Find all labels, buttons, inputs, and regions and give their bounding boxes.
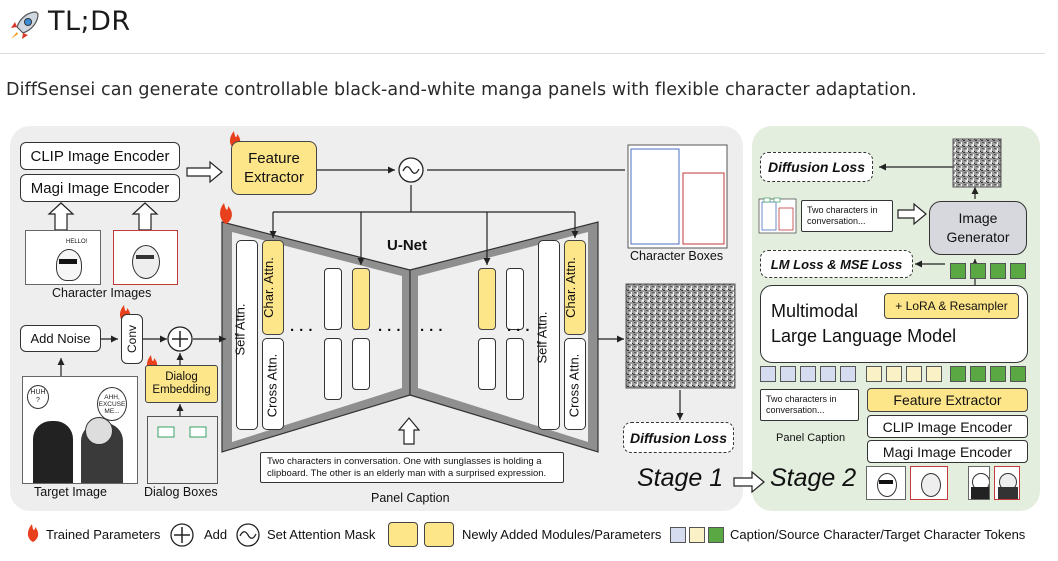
caption-token	[760, 366, 776, 382]
diffusion-loss-box-1: Diffusion Loss	[623, 422, 734, 453]
caption-text-box: Two characters in conversation. One with…	[260, 452, 564, 483]
inner-block-4	[506, 268, 524, 330]
cross-attn-left	[262, 338, 284, 430]
character-image-1: HELLO!	[25, 230, 101, 285]
output-token	[950, 263, 966, 279]
legend-caption-token	[670, 527, 686, 543]
panel-caption-label: Panel Caption	[371, 491, 450, 505]
self-attn-right-label: Self Attn.	[534, 311, 550, 364]
cross-attn-right-label: Cross Attn.	[566, 353, 582, 418]
unet-label: U-Net	[387, 237, 427, 254]
magi-image-encoder-box-2: Magi Image Encoder	[867, 440, 1028, 463]
lora-resampler-box: + LoRA & Resampler	[884, 293, 1019, 319]
legend-new-module-swatch	[388, 522, 418, 547]
source-character-token	[906, 366, 922, 382]
character-image-2	[113, 230, 178, 285]
cross-attn-right	[564, 338, 586, 430]
diffusion-loss-box-2: Diffusion Loss	[760, 152, 873, 182]
character-images-label: Character Images	[52, 286, 152, 300]
target-character-image-1	[968, 466, 990, 500]
conv-box: Conv	[121, 314, 143, 364]
divider	[0, 53, 1045, 54]
caption-token	[840, 366, 856, 382]
clip-image-encoder-box-2: CLIP Image Encoder	[867, 415, 1028, 438]
dots-3: · · ·	[420, 322, 444, 339]
target-image-label: Target Image	[34, 485, 107, 499]
inner-block-3b	[478, 338, 496, 390]
target-image: HUH ? AHH, EXCUSE ME...	[22, 376, 138, 484]
clip-image-encoder-box: CLIP Image Encoder	[20, 142, 180, 170]
legend-trained: Trained Parameters	[46, 527, 161, 542]
panel-caption-label-2: Panel Caption	[776, 432, 846, 444]
legend-target-token	[708, 527, 724, 543]
character-boxes-label: Character Boxes	[630, 249, 724, 263]
legend-mask: Set Attention Mask	[267, 527, 376, 542]
dialog-boxes-image	[147, 416, 218, 484]
inner-block-4b	[506, 338, 524, 400]
char-attn-left	[262, 240, 284, 335]
source-character-token	[926, 366, 942, 382]
self-attn-left	[236, 240, 258, 430]
output-token	[1010, 263, 1026, 279]
caption-snippet-box-2: Two characters in conversation...	[760, 389, 859, 421]
target-character-image-2	[994, 466, 1020, 500]
legend-tokens: Caption/Source Character/Target Characte…	[730, 527, 1026, 542]
legend-new-modules: Newly Added Modules/Parameters	[462, 527, 662, 542]
target-character-token	[1010, 366, 1026, 382]
dots-1: · · ·	[290, 322, 314, 339]
legend-source-token	[689, 527, 705, 543]
caption-snippet-box: Two characters in conversation...	[801, 200, 893, 232]
dots-4: · · ·	[507, 322, 531, 339]
caption-token	[800, 366, 816, 382]
inner-block-1	[324, 268, 342, 330]
output-token	[970, 263, 986, 279]
fire-icon	[27, 524, 39, 542]
add-noise-box: Add Noise	[20, 325, 101, 352]
magi-image-encoder-box: Magi Image Encoder	[20, 174, 180, 202]
char-attn-left-label: Char. Attn.	[260, 257, 276, 318]
source-character-image-1	[866, 466, 906, 500]
stage2-label: Stage 2	[770, 464, 857, 492]
dots-2: · · ·	[378, 322, 402, 339]
target-character-token	[970, 366, 986, 382]
char-attn-block-3	[478, 268, 496, 330]
fire-icon	[220, 203, 232, 224]
char-attn-right	[564, 240, 586, 335]
char-attn-block-2	[352, 268, 370, 330]
self-attn-right	[538, 240, 560, 430]
caption-token	[820, 366, 836, 382]
caption-token	[780, 366, 796, 382]
output-token	[990, 263, 1006, 279]
target-character-token	[950, 366, 966, 382]
cross-attn-left-label: Cross Attn.	[264, 353, 280, 418]
inner-block-1b	[324, 338, 342, 400]
source-character-image-2	[910, 466, 948, 500]
inner-block-2b	[352, 338, 370, 390]
self-attn-left-label: Self Attn.	[232, 303, 248, 356]
page-title: TL;DR	[48, 6, 131, 37]
legend-add: Add	[204, 527, 228, 542]
stage1-label: Stage 1	[637, 464, 724, 492]
lm-loss-box: LM Loss & MSE Loss	[760, 250, 913, 278]
source-character-token	[886, 366, 902, 382]
target-character-token	[990, 366, 1006, 382]
char-attn-right-label: Char. Attn.	[562, 257, 578, 318]
rocket-icon	[6, 8, 42, 44]
source-character-token	[866, 366, 882, 382]
feature-extractor-box-2: Feature Extractor	[867, 388, 1028, 412]
dialog-boxes-label: Dialog Boxes	[144, 485, 218, 499]
legend-new-module-swatch	[424, 522, 454, 547]
tagline: DiffSensei can generate controllable bla…	[6, 80, 917, 100]
